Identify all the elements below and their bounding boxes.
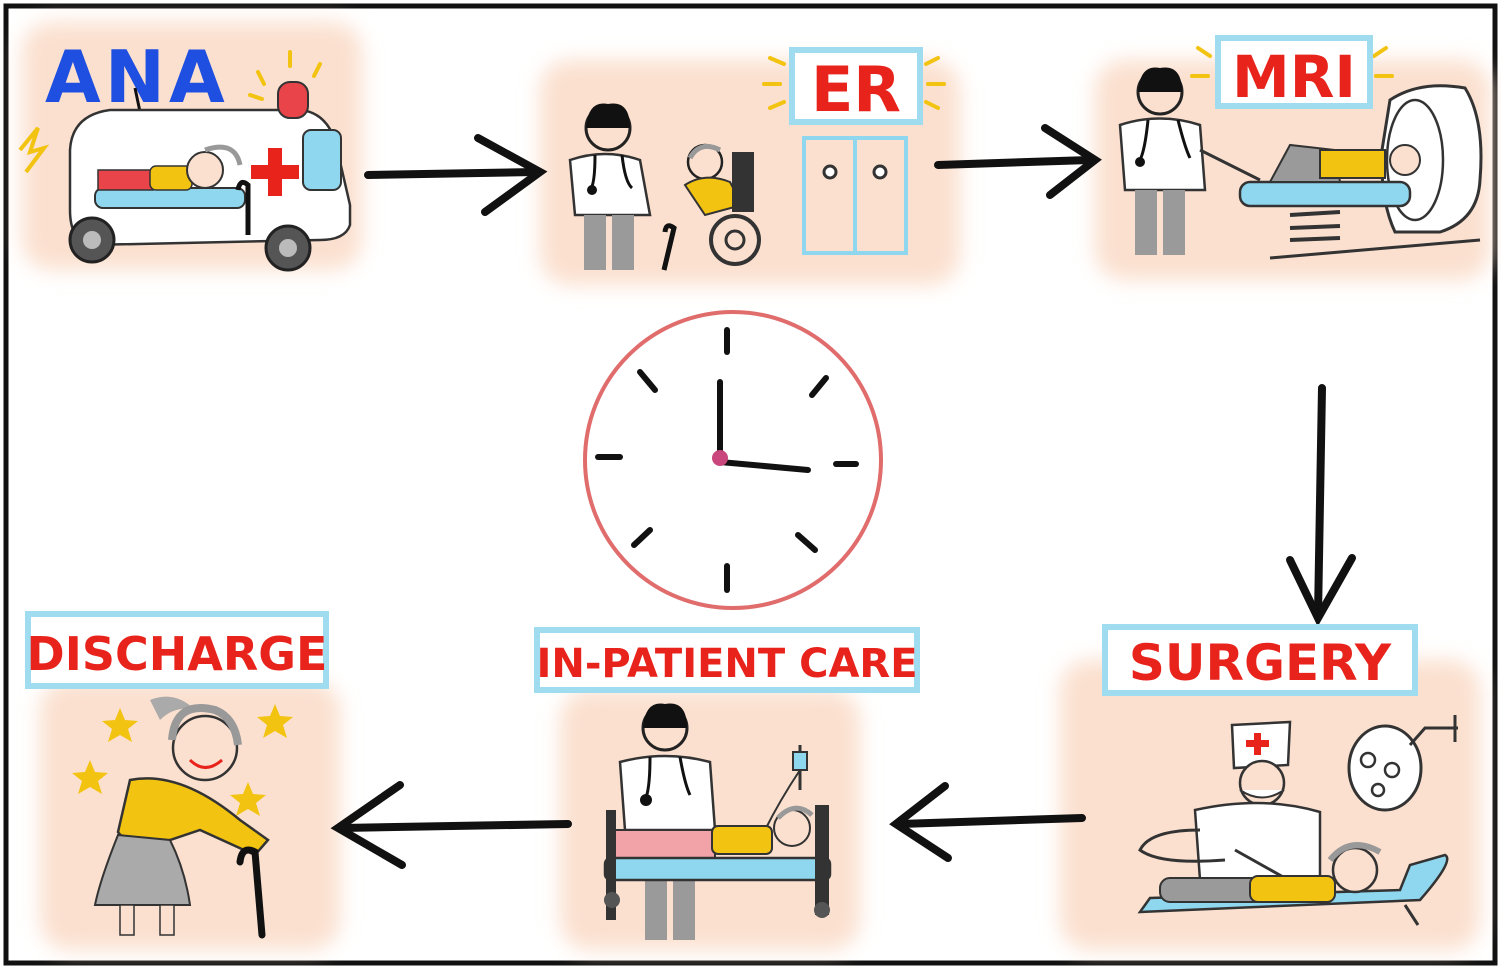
arrow-icon [330, 781, 572, 869]
discharge-scene: DISCHARGE [25, 611, 329, 939]
elderly-woman-icon [93, 696, 270, 936]
er-scene: ER [568, 47, 946, 271]
inpatient-label-box: IN-PATIENT CARE [534, 627, 920, 693]
mri-label-box: MRI [1190, 35, 1394, 111]
doctor-icon [618, 703, 717, 940]
clock-icon [583, 310, 883, 610]
er-label-box: ER [762, 47, 946, 126]
iv-drip-icon [764, 745, 808, 831]
clock-hour-hand [717, 459, 811, 473]
arrow-icon [934, 124, 1102, 199]
arrow-icon [889, 782, 1086, 862]
mri-scanner-icon [1238, 84, 1483, 260]
ana-scene: ANA [18, 35, 352, 272]
star-icon [72, 704, 293, 816]
er-label: ER [811, 53, 901, 126]
surgical-lamp-icon [1347, 715, 1458, 812]
surgery-label: SURGERY [1129, 634, 1392, 692]
inpatient-label: IN-PATIENT CARE [536, 641, 917, 687]
door-icon [802, 136, 908, 255]
surgeon-icon [1138, 720, 1322, 882]
ana-label: ANA [45, 35, 229, 119]
arrow-icon [1286, 384, 1356, 627]
hospital-bed-icon [603, 805, 832, 920]
mri-scene: MRI [1118, 35, 1483, 260]
inpatient-scene: IN-PATIENT CARE [534, 627, 920, 940]
doctor-icon [568, 103, 652, 270]
cane-icon [236, 846, 266, 939]
mri-label: MRI [1232, 43, 1356, 111]
surgery-label-box: SURGERY [1102, 624, 1418, 696]
surgery-scene: SURGERY [1102, 624, 1458, 926]
discharge-label-box: DISCHARGE [25, 611, 329, 689]
operating-table [1137, 842, 1449, 926]
ambulance-icon [18, 50, 352, 272]
doctor-icon [1118, 67, 1261, 255]
discharge-label: DISCHARGE [27, 627, 328, 681]
wheelchair-icon [661, 143, 761, 271]
arrow-icon [364, 134, 548, 216]
